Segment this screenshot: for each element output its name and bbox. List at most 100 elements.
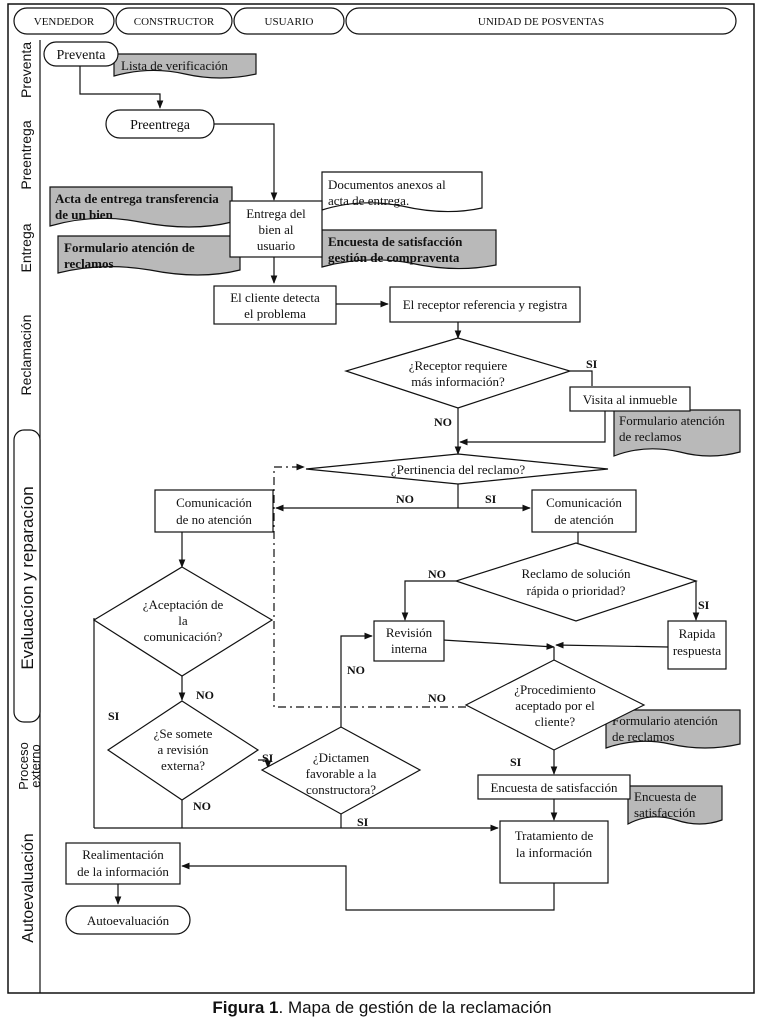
doc-encuesta-text-1: Encuesta de <box>634 789 697 804</box>
decision-receptor-requiere <box>343 337 573 409</box>
edge-trat-realim <box>181 862 555 911</box>
figure-caption: Figura 1. Mapa de gestión de la reclamac… <box>0 998 764 1018</box>
box-entrega-bien-l1: Entrega del <box>246 206 306 221</box>
decision-reclamo-solucion <box>454 542 698 622</box>
doc-formulario-2-text-2: de reclamos <box>619 429 681 444</box>
box-tratamiento-l1: Tratamiento de <box>515 828 594 843</box>
label-si-requiere: SI <box>586 357 598 371</box>
doc-encuesta-cv-text-2: gestión de compraventa <box>328 250 460 265</box>
label-si-aceptacion: SI <box>108 709 120 723</box>
terminal-preentrega-label: Preentrega <box>130 118 191 133</box>
doc-lista-text: Lista de verificación <box>121 58 228 73</box>
box-receptor-registra <box>389 286 581 323</box>
doc-formulario-3: Formulario atención de reclamos <box>605 709 741 749</box>
label-si-somete: SI <box>262 751 274 765</box>
edge-rapida-merge <box>555 641 669 649</box>
doc-formulario-2-text-1: Formulario atención <box>619 413 725 428</box>
box-encuesta-l1: Encuesta de satisfacción <box>490 780 618 795</box>
decision-aceptacion <box>92 566 274 677</box>
decision-requiere-l2: más información? <box>411 374 505 389</box>
box-entrega-bien <box>229 200 323 258</box>
doc-formulario-3-text-1: Formulario atención <box>612 713 718 728</box>
box-cliente-detecta <box>213 285 337 325</box>
box-encuesta-satisfaccion <box>477 774 631 800</box>
decision-procedimiento <box>464 659 646 751</box>
decision-proc-l1: ¿Procedimiento <box>514 682 596 697</box>
terminal-preventa <box>43 41 119 67</box>
lane-usuario <box>233 7 345 35</box>
lane-constructor-label: CONSTRUCTOR <box>134 16 215 28</box>
box-rapida-respuesta <box>667 620 727 670</box>
decision-aceptacion-l3: comunicación? <box>144 629 223 644</box>
lane-posventas <box>345 7 737 35</box>
label-no-dictamen: NO <box>347 663 365 677</box>
box-rapida-l2: respuesta <box>673 643 722 658</box>
box-com-at-l2: de atención <box>554 512 614 527</box>
box-rapida-l1: Rapida <box>679 626 716 641</box>
box-visita-inmueble <box>569 386 691 412</box>
doc-encuesta-satisfaccion: Encuesta de satisfacción <box>627 785 723 826</box>
edge-proc-no-dashed <box>273 463 466 708</box>
phase-reclamacion: Reclamación <box>18 315 34 396</box>
box-realim-l1: Realimentación <box>82 847 164 862</box>
doc-formulario-2: Formulario atención de reclamos <box>613 409 741 457</box>
edge-reclamo-no <box>401 580 456 621</box>
edge-somete-si <box>258 759 272 769</box>
edge-revision-merge <box>442 639 555 650</box>
box-realim-l2: de la información <box>77 864 169 879</box>
doc-encuesta-compraventa: Encuesta de satisfacción gestión de comp… <box>321 229 497 270</box>
terminal-preventa-label: Preventa <box>57 48 107 63</box>
box-revision-interna <box>373 620 445 662</box>
phase-evaluacion-box <box>13 429 41 723</box>
box-tratamiento-l2: la información <box>516 845 593 860</box>
box-entrega-bien-l3: usuario <box>257 238 295 253</box>
doc-formulario-3-text-2: de reclamos <box>612 729 674 744</box>
doc-documentos-anexos: Documentos anexos al acta de entrega. <box>321 171 483 213</box>
phase-autoevaluacion: Autoevaluación <box>20 833 37 942</box>
doc-encuesta-text-2: satisfacción <box>634 805 696 820</box>
phase-preentrega: Preentrega <box>18 120 34 189</box>
decision-reclamo-l2: rápida o prioridad? <box>527 583 626 598</box>
label-no-reclamo: NO <box>428 567 446 581</box>
decision-proc-l3: cliente? <box>535 714 576 729</box>
decision-reclamo-l1: Reclamo de solución <box>521 566 631 581</box>
doc-acta-text-2: de un bien <box>55 207 114 222</box>
documents: Lista de verificación Acta de entrega tr… <box>49 53 741 826</box>
decision-se-somete <box>106 700 260 801</box>
phase-proceso-externo-1: Proceso <box>16 742 31 790</box>
box-realimentacion <box>65 842 181 885</box>
label-no-requiere: NO <box>434 415 452 429</box>
decision-aceptacion-l1: ¿Aceptación de <box>143 597 224 612</box>
edge-dictamen-no <box>340 632 373 727</box>
decision-somete-l3: externa? <box>161 758 205 773</box>
decision-pertinencia <box>305 453 609 485</box>
process-nodes: Preventa Preentrega Entrega del bien al … <box>43 41 727 935</box>
box-com-no-atencion <box>154 489 274 533</box>
doc-formulario-1-text-2: reclamos <box>64 256 114 271</box>
label-si-reclamo: SI <box>698 598 710 612</box>
edge-preentrega-entrega <box>214 123 278 201</box>
terminal-preentrega <box>105 109 215 139</box>
label-no-pertinencia: NO <box>396 492 414 506</box>
caption-text: . Mapa de gestión de la reclamación <box>278 998 552 1017</box>
box-tratamiento <box>499 820 609 884</box>
lane-vendedor-label: VENDEDOR <box>34 16 95 28</box>
box-revision-l2: interna <box>391 641 427 656</box>
decision-somete-l2: a revisión <box>158 742 209 757</box>
box-com-no-l2: de no atención <box>176 512 252 527</box>
edge-preventa-preentrega <box>79 66 164 109</box>
outer-frame <box>7 3 755 994</box>
decision-requiere-l1: ¿Receptor requiere <box>409 358 508 373</box>
lane-constructor <box>115 7 233 35</box>
decision-pertinencia-l1: ¿Pertinencia del reclamo? <box>391 462 525 477</box>
label-no-procedimiento: NO <box>428 691 446 705</box>
doc-anexos-text-1: Documentos anexos al <box>328 177 446 192</box>
label-no-aceptacion: NO <box>196 688 214 702</box>
doc-anexos-text-2: acta de entrega. <box>328 193 409 208</box>
phase-preventa: Preventa <box>18 42 34 98</box>
doc-acta-entrega: Acta de entrega transferencia de un bien <box>49 186 233 228</box>
decision-dictamen-l3: constructora? <box>306 782 376 797</box>
phase-entrega: Entrega <box>18 223 34 272</box>
decision-dictamen <box>260 726 422 815</box>
lane-usuario-label: USUARIO <box>265 16 314 28</box>
